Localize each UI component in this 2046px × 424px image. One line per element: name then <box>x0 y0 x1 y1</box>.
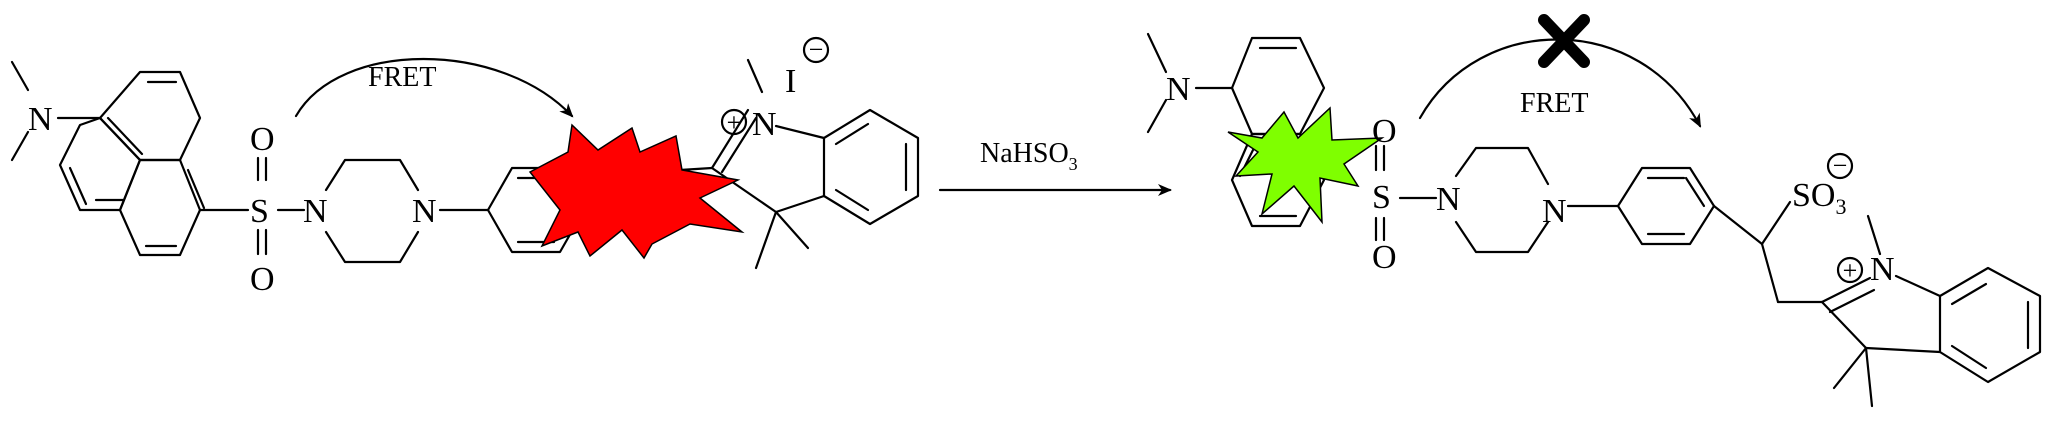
fret-arrow-left <box>294 58 574 118</box>
piperazine-n2-label: N <box>412 193 437 230</box>
amine-n-label-right: N <box>1166 71 1191 108</box>
donor-burst-right <box>1227 106 1385 225</box>
naphthalene-ring-left <box>58 70 206 257</box>
piperazine-ring-left: N N <box>303 158 490 264</box>
reagent-label: NaHSO3 <box>980 138 1078 174</box>
indolium-n-label-right: N <box>1870 251 1895 288</box>
sulfonate-linker: SO3 − <box>1712 151 1854 304</box>
sulfonate-charge-circle <box>1826 152 1854 180</box>
anion-charge-circle <box>802 36 830 64</box>
sulfonyl-o-top-label: O <box>250 121 275 158</box>
amine-n-label: N <box>28 101 53 138</box>
fret-label-right: FRET <box>1520 88 1588 119</box>
dimethylamino-group-right: N <box>1146 32 1234 134</box>
sulfonyl-o-top-label-right: O <box>1372 113 1397 150</box>
sulfonyl-s-label: S <box>250 193 269 230</box>
piperazine-ring-right: N N <box>1436 146 1620 254</box>
piperazine-n1-label-right: N <box>1436 181 1461 218</box>
reaction-arrow-group: NaHSO3 <box>938 138 1172 196</box>
sulfonyl-group-left: S O O <box>198 121 306 298</box>
dimethylamino-group-left: N <box>10 60 102 162</box>
piperazine-n1-label: N <box>303 193 328 230</box>
indolium-charge-sign-right: + <box>1843 256 1858 285</box>
fret-label-left: FRET <box>368 62 436 93</box>
counterion-label: I <box>785 63 796 100</box>
anion-charge-sign: − <box>809 35 824 64</box>
left-molecule: N S O O N <box>10 35 920 298</box>
phenyl-ring-right <box>1616 166 1716 246</box>
right-molecule: N S O O N N <box>1146 14 2042 408</box>
cation-charge-sign: + <box>727 108 742 137</box>
sulfonyl-o-bottom-label-right: O <box>1372 239 1397 276</box>
blocked-fret-marker <box>1538 14 1590 68</box>
sulfonyl-group-right: S O O <box>1372 113 1438 276</box>
piperazine-n2-label-right: N <box>1542 193 1567 230</box>
indolium-n-label: N <box>752 106 777 143</box>
sulfonyl-o-bottom-label: O <box>250 261 275 298</box>
cation-charge-circle <box>720 108 748 136</box>
indolium-unit-right: N + <box>1820 214 2042 408</box>
acceptor-burst-left <box>528 123 745 260</box>
sulfonate-label: SO3 <box>1792 177 1846 219</box>
sulfonate-charge-sign: − <box>1833 151 1848 180</box>
sulfonyl-s-label-right: S <box>1372 179 1391 216</box>
indolium-charge-circle-right <box>1836 256 1864 284</box>
